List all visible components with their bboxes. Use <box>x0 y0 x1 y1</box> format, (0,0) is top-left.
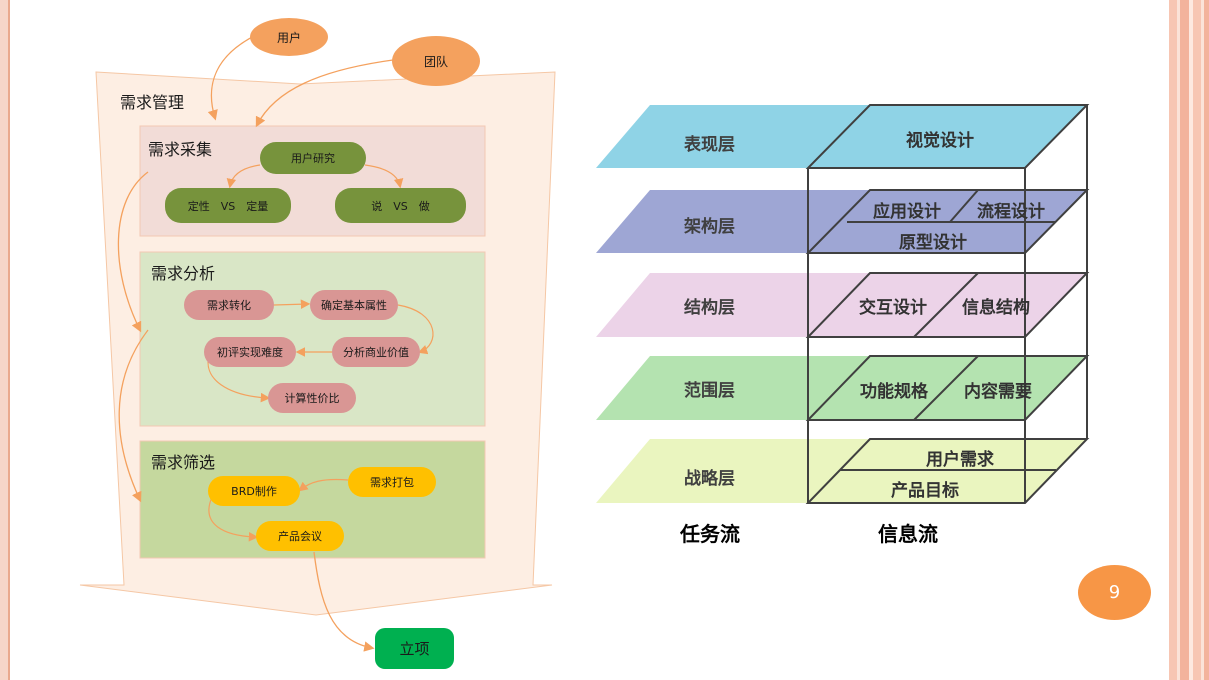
task-flow-label: 任务流 <box>680 522 740 546</box>
cell-prototype-design: 原型设计 <box>899 233 967 253</box>
collect-node-user-research-label: 用户研究 <box>291 152 335 165</box>
analysis-node-4: 初评实现难度 <box>204 337 296 367</box>
slide-frame-right <box>1169 0 1209 680</box>
analysis-node-5: 计算性价比 <box>268 383 356 413</box>
layer-scope-label: 范围层 <box>684 381 735 401</box>
cell-user-needs: 用户需求 <box>926 450 994 470</box>
analysis-node-3: 分析商业价值 <box>332 337 420 367</box>
cell-function-spec: 功能规格 <box>860 382 928 402</box>
layer-structure-label: 结构层 <box>684 298 735 318</box>
input-team-label: 团队 <box>423 54 448 69</box>
filter-node-meeting: 产品会议 <box>256 521 344 551</box>
analysis-node-3-label: 分析商业价值 <box>343 346 409 359</box>
page-number-label: 9 <box>1108 582 1121 603</box>
analysis-node-1-label: 需求转化 <box>207 299 251 312</box>
input-user-label: 用户 <box>276 30 301 45</box>
page-number-badge: 9 <box>1078 565 1151 620</box>
layer-skeleton-label: 架构层 <box>684 217 735 237</box>
cell-interaction-design: 交互设计 <box>859 298 927 318</box>
collect-node-user-research: 用户研究 <box>260 142 366 174</box>
filter-node-package: 需求打包 <box>348 467 436 497</box>
cell-application-design: 应用设计 <box>873 202 941 222</box>
collect-node-say-do: 说 VS 做 <box>335 188 466 223</box>
input-team-oval: 团队 <box>392 36 480 86</box>
filter-title: 需求筛选 <box>151 453 216 472</box>
analysis-node-1: 需求转化 <box>184 290 274 320</box>
analysis-node-2-label: 确定基本属性 <box>321 299 387 312</box>
collect-node-qual-quant-label: 定性 VS 定量 <box>187 199 269 213</box>
collect-node-say-do-label: 说 VS 做 <box>371 199 430 213</box>
filter-node-brd-label: BRD制作 <box>231 485 277 498</box>
cell-process-design: 流程设计 <box>977 202 1045 222</box>
input-user-oval: 用户 <box>250 18 328 56</box>
analysis-node-2: 确定基本属性 <box>310 290 398 320</box>
filter-node-package-label: 需求打包 <box>370 476 414 489</box>
cell-product-goals: 产品目标 <box>891 481 959 501</box>
collect-node-qual-quant: 定性 VS 定量 <box>165 188 291 223</box>
analysis-node-5-label: 计算性价比 <box>284 392 340 405</box>
cell-content-needs: 内容需要 <box>964 382 1032 402</box>
layer-strategy-label: 战略层 <box>684 469 735 489</box>
filter-node-meeting-label: 产品会议 <box>278 530 322 543</box>
collect-title: 需求采集 <box>148 140 213 159</box>
cell-visual-design: 视觉设计 <box>906 131 974 151</box>
info-flow-label: 信息流 <box>878 522 938 546</box>
filter-node-brd: BRD制作 <box>208 476 300 506</box>
analysis-node-4-label: 初评实现难度 <box>217 346 283 359</box>
layer-surface-label: 表现层 <box>684 135 735 155</box>
cell-information-structure: 信息结构 <box>962 298 1030 318</box>
output-project-label: 立项 <box>399 640 430 658</box>
main-title: 需求管理 <box>120 93 185 112</box>
slide-frame-left <box>0 0 10 680</box>
analysis-title: 需求分析 <box>151 264 216 283</box>
output-project-button: 立项 <box>375 628 454 669</box>
